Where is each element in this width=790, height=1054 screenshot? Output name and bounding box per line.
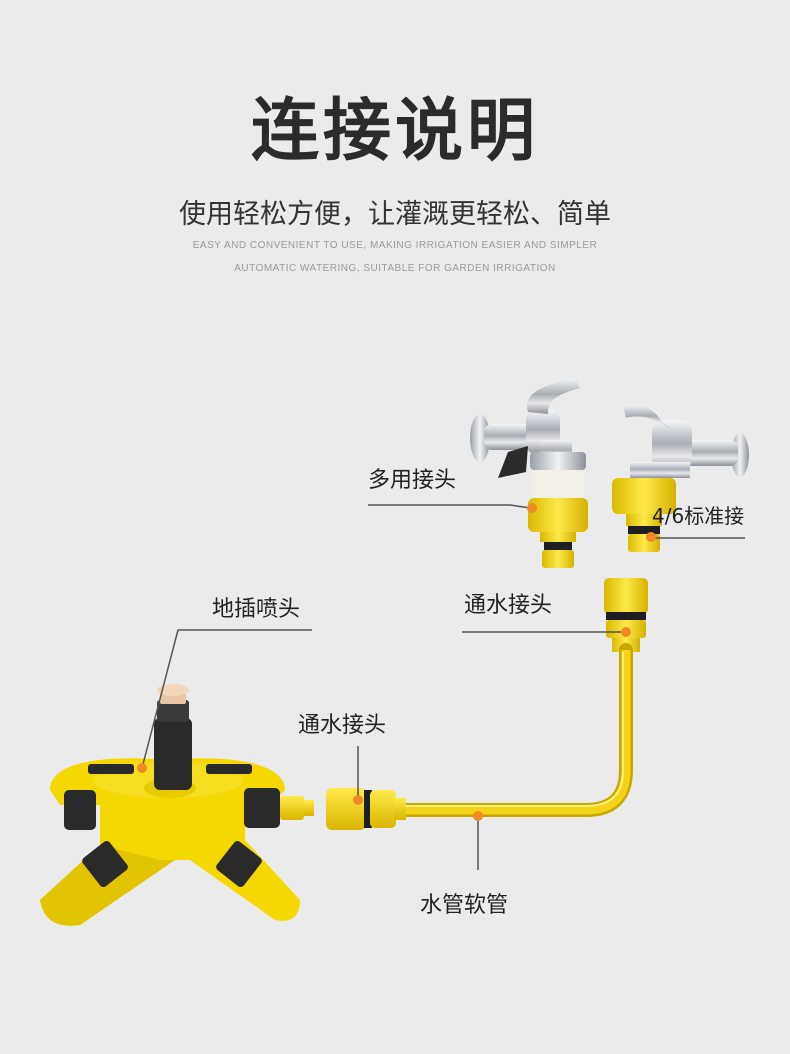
quick-connector-icon bbox=[326, 788, 406, 830]
label-ground-sprinkler: 地插喷头 bbox=[212, 597, 301, 622]
english-caption-line1: EASY AND CONVENIENT TO USE, MAKING IRRIG… bbox=[192, 240, 598, 251]
ground-sprinkler-icon bbox=[40, 684, 314, 926]
english-caption-line2: AUTOMATIC WATERING, SUITABLE FOR GARDEN … bbox=[234, 263, 556, 274]
connection-marker bbox=[137, 503, 656, 821]
label-multi-adapter: 多用接头 bbox=[368, 468, 457, 493]
page-title: 连接说明 bbox=[250, 92, 539, 171]
multi-adapter-icon bbox=[498, 446, 588, 568]
page-subtitle: 使用轻松方便，让灌溉更轻松、简单 bbox=[179, 199, 611, 230]
faucet-icon bbox=[623, 404, 749, 478]
label-hose: 水管软管 bbox=[420, 893, 509, 918]
quick-connector-icon bbox=[604, 578, 648, 652]
label-connector-left: 通水接头 bbox=[298, 713, 387, 738]
label-connector-top: 通水接头 bbox=[464, 593, 553, 618]
label-standard-adapter: 4/6标准接 bbox=[652, 504, 745, 528]
garden-hose-icon bbox=[393, 643, 633, 817]
leader-line bbox=[141, 504, 745, 870]
